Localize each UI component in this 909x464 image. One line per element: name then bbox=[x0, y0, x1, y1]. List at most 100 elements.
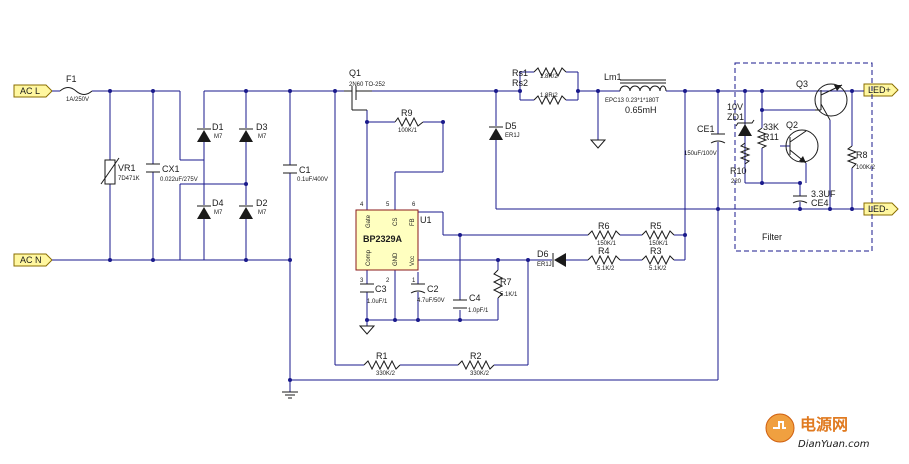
resistor-r7: R7 5.1K/1 bbox=[492, 269, 518, 299]
capacitor-cx1: CX1 0.022uF/275V bbox=[146, 163, 198, 183]
svg-text:CE1: CE1 bbox=[697, 124, 715, 134]
svg-text:R8: R8 bbox=[856, 150, 868, 160]
svg-text:0.65mH: 0.65mH bbox=[625, 105, 657, 115]
svg-text:AC L: AC L bbox=[20, 86, 40, 96]
svg-text:C4: C4 bbox=[469, 293, 481, 303]
svg-text:100K/2: 100K/2 bbox=[856, 165, 876, 171]
svg-text:Gate: Gate bbox=[366, 214, 372, 228]
fuse-f1: F1 1A/250V bbox=[59, 74, 93, 103]
resistor-r11: 33K R11 bbox=[756, 122, 779, 149]
svg-text:C2: C2 bbox=[427, 284, 439, 294]
svg-text:C3: C3 bbox=[375, 284, 387, 294]
ac-n-connector: AC N bbox=[13, 253, 53, 267]
svg-text:M7: M7 bbox=[258, 210, 267, 216]
ic-u1: U1 BP2329A Gate CS FB Comp GND Vcc 4 5 6… bbox=[355, 202, 432, 284]
svg-text:4.7uF/50V: 4.7uF/50V bbox=[417, 298, 445, 304]
ac-l-connector: AC L bbox=[13, 84, 53, 98]
svg-text:Vcc: Vcc bbox=[410, 256, 416, 266]
svg-text:150K/1: 150K/1 bbox=[649, 241, 669, 247]
ground-symbol bbox=[282, 391, 298, 399]
svg-text:10V: 10V bbox=[727, 102, 743, 112]
svg-text:D3: D3 bbox=[256, 122, 268, 132]
capacitor-c2: C2 4.7uF/50V bbox=[410, 283, 445, 304]
resistor-r9: R9 100K/1 bbox=[394, 108, 424, 134]
svg-text:R11: R11 bbox=[763, 132, 779, 142]
svg-text:3.3UF: 3.3UF bbox=[811, 189, 836, 199]
mosfet-q1: Q1 2N60 TO-252 bbox=[344, 68, 386, 111]
zener-zd1: 10V ZD1 bbox=[727, 102, 755, 136]
svg-text:5.1K/2: 5.1K/2 bbox=[597, 266, 615, 272]
svg-text:M7: M7 bbox=[214, 210, 223, 216]
svg-text:Rs2: Rs2 bbox=[512, 78, 528, 88]
svg-text:R7: R7 bbox=[500, 277, 512, 287]
resistor-r3: R3 5.1K/2 bbox=[641, 246, 675, 272]
svg-text:5.1K/2: 5.1K/2 bbox=[649, 266, 667, 272]
svg-text:C1: C1 bbox=[299, 165, 311, 175]
svg-text:D6: D6 bbox=[537, 249, 549, 259]
svg-text:330K/2: 330K/2 bbox=[376, 371, 396, 377]
svg-text:R6: R6 bbox=[598, 221, 610, 231]
svg-text:1A/250V: 1A/250V bbox=[66, 97, 89, 103]
dianyuan-logo: 电源网 DianYuan.com bbox=[765, 413, 870, 450]
svg-text:1.0pF/1: 1.0pF/1 bbox=[468, 308, 489, 314]
svg-text:33K: 33K bbox=[763, 122, 779, 132]
svg-text:5.1K/1: 5.1K/1 bbox=[500, 292, 518, 298]
svg-text:R4: R4 bbox=[598, 246, 610, 256]
capacitor-ce4: 3.3UF CE4 bbox=[792, 189, 836, 208]
svg-text:FB: FB bbox=[410, 218, 416, 226]
svg-text:M7: M7 bbox=[258, 134, 267, 140]
svg-text:F1: F1 bbox=[66, 74, 77, 84]
svg-text:DianYuan.com: DianYuan.com bbox=[798, 439, 870, 450]
svg-text:CX1: CX1 bbox=[162, 164, 180, 174]
resistor-r2: R2 330K/2 bbox=[457, 351, 495, 377]
svg-text:150uF/100V: 150uF/100V bbox=[684, 151, 717, 157]
svg-text:Q2: Q2 bbox=[786, 120, 798, 130]
svg-text:GND: GND bbox=[393, 252, 399, 266]
svg-text:7D471K: 7D471K bbox=[118, 176, 140, 182]
svg-text:Q3: Q3 bbox=[796, 79, 808, 89]
svg-text:2: 2 bbox=[386, 278, 390, 284]
diode-d4: D4 M7 bbox=[197, 198, 224, 219]
resistor-rs1: Rs1 1.8R/2 bbox=[512, 66, 567, 80]
diode-d6: D6 ER1J bbox=[537, 249, 566, 268]
svg-text:D1: D1 bbox=[212, 122, 224, 132]
svg-text:电源网: 电源网 bbox=[800, 415, 848, 434]
svg-text:D4: D4 bbox=[212, 198, 224, 208]
svg-text:R1: R1 bbox=[376, 351, 388, 361]
led-plus-connector: LED+ bbox=[863, 83, 899, 97]
svg-text:LED-: LED- bbox=[868, 204, 889, 214]
svg-text:R9: R9 bbox=[401, 108, 413, 118]
svg-text:6: 6 bbox=[412, 202, 416, 208]
inductor-lm1: Lm1 EPC13 0.23*1*180T 0.65mH bbox=[604, 72, 667, 115]
svg-text:ER1J: ER1J bbox=[537, 262, 552, 268]
transistor-q3: Q3 bbox=[796, 79, 848, 121]
svg-text:ZD1: ZD1 bbox=[727, 112, 744, 122]
svg-text:1.8R/2: 1.8R/2 bbox=[540, 93, 558, 99]
svg-text:1.0uF/1: 1.0uF/1 bbox=[367, 299, 388, 305]
svg-text:R10: R10 bbox=[730, 166, 747, 176]
svg-text:LED+: LED+ bbox=[868, 85, 891, 95]
svg-text:CE4: CE4 bbox=[811, 198, 829, 208]
capacitor-c3: C3 1.0uF/1 bbox=[360, 283, 388, 305]
filter-box: Filter bbox=[734, 62, 873, 252]
svg-text:Comp: Comp bbox=[366, 249, 372, 266]
svg-text:5: 5 bbox=[386, 202, 390, 208]
svg-text:VR1: VR1 bbox=[118, 163, 136, 173]
ground-symbol-lm bbox=[589, 139, 607, 149]
svg-text:1.8R/2: 1.8R/2 bbox=[540, 74, 558, 80]
svg-text:2N60 TO-252: 2N60 TO-252 bbox=[349, 82, 386, 88]
svg-text:BP2329A: BP2329A bbox=[363, 234, 403, 244]
svg-text:EPC13 0.23*1*180T: EPC13 0.23*1*180T bbox=[605, 98, 659, 104]
svg-text:R2: R2 bbox=[470, 351, 482, 361]
junctions bbox=[108, 89, 854, 382]
svg-text:U1: U1 bbox=[420, 215, 432, 225]
svg-text:1: 1 bbox=[412, 278, 416, 284]
wires bbox=[52, 71, 864, 392]
svg-text:100K/1: 100K/1 bbox=[398, 128, 418, 134]
svg-text:M7: M7 bbox=[214, 134, 223, 140]
capacitor-ce1: CE1 150uF/100V bbox=[684, 124, 726, 157]
svg-text:Lm1: Lm1 bbox=[604, 72, 622, 82]
svg-text:D5: D5 bbox=[505, 121, 517, 131]
diode-d1: D1 M7 bbox=[197, 122, 224, 142]
resistor-rs2: Rs2 1.8R/2 bbox=[512, 78, 567, 106]
